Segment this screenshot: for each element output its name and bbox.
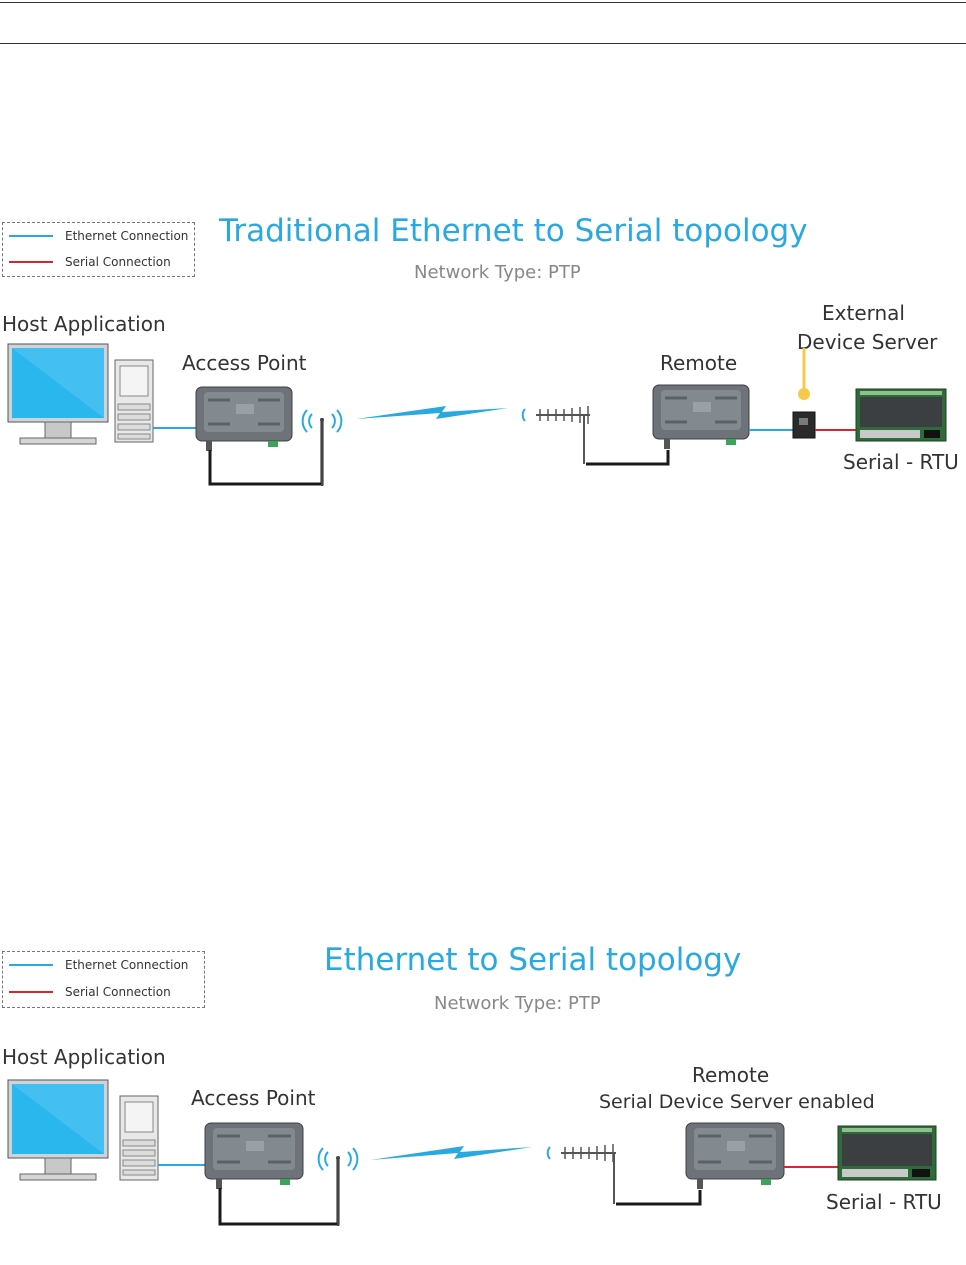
remote-label-line2: Serial Device Server enabled [599,1091,875,1113]
header-rule [0,43,966,44]
omni-antenna-icon [301,409,343,486]
network-type: Network Type: PTP [434,993,601,1014]
monitor-icon [7,343,109,445]
rtu-icon [837,1125,937,1181]
remote-label: Remote [660,351,738,375]
pc-tower-icon [119,1095,159,1181]
device-server-icon [792,411,816,439]
legend: Ethernet Connection Serial Connection [2,222,195,277]
pc-tower-icon [114,359,154,443]
radio-device-icon [195,386,293,451]
network-type: Network Type: PTP [414,262,581,283]
omni-antenna-icon [317,1147,359,1226]
diagram-title: Traditional Ethernet to Serial topology [219,213,808,249]
ethernet-swatch [9,964,53,966]
diagram-title: Ethernet to Serial topology [324,942,742,978]
monitor-icon [7,1079,109,1181]
remote-label-line1: Remote [692,1063,770,1087]
radio-device-icon [685,1122,785,1189]
host-label: Host Application [2,312,166,336]
device-server-label-line2: Device Server [797,330,938,354]
device-server-label-line1: External [822,301,905,325]
yagi-antenna-icon [521,406,590,464]
rf-link-icon [356,406,508,419]
serial-swatch [9,261,53,263]
rtu-icon [855,388,947,442]
access-point-label: Access Point [182,351,307,375]
topology-graphic [7,343,947,486]
legend-serial-label: Serial Connection [65,985,171,999]
host-label: Host Application [2,1045,166,1069]
rtu-label: Serial - RTU [843,450,959,474]
top-rule [0,2,966,3]
access-point-label: Access Point [191,1086,316,1110]
yagi-antenna-icon [546,1144,616,1204]
legend-ethernet-label: Ethernet Connection [65,229,189,243]
topology-graphic [7,1079,937,1226]
legend: Ethernet Connection Serial Connection [2,951,205,1008]
rtu-label: Serial - RTU [826,1190,942,1214]
ethernet-swatch [9,235,53,237]
legend-serial-label: Serial Connection [65,255,171,269]
radio-device-icon [204,1122,304,1189]
serial-swatch [9,991,53,993]
rf-link-icon [370,1146,532,1160]
legend-ethernet-label: Ethernet Connection [65,958,189,972]
radio-device-icon [652,384,750,449]
